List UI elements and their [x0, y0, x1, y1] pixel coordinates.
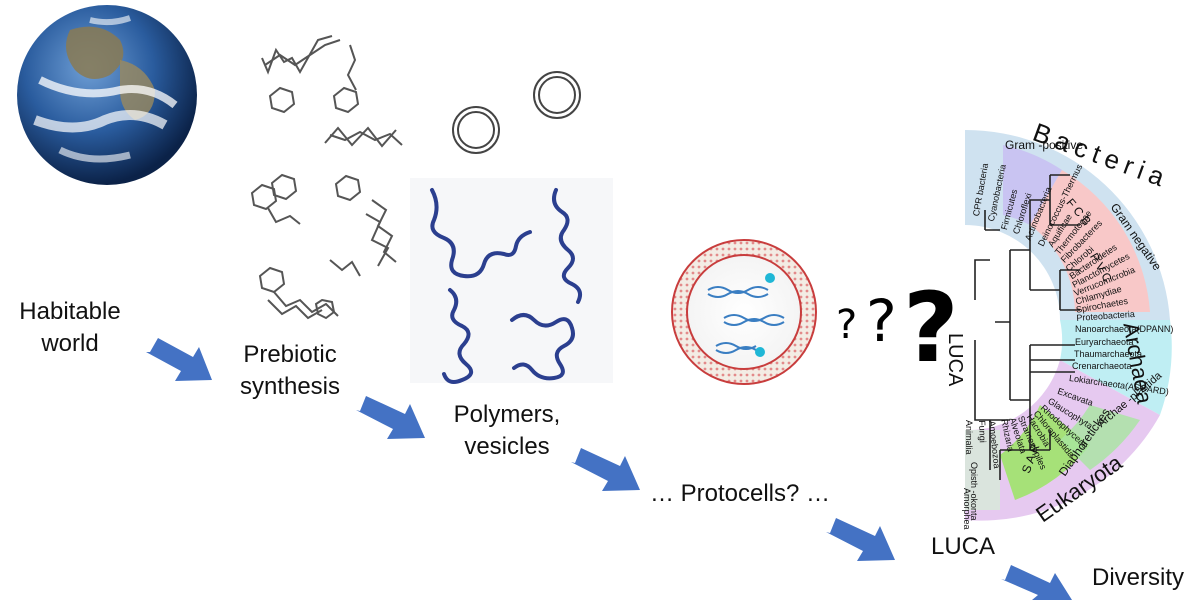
- taxon-euryarchaeota: Euryarchaeota: [1075, 337, 1134, 347]
- arrow-4: [826, 518, 895, 561]
- stage-label-line: Prebiotic: [243, 341, 337, 368]
- arrow-3: [571, 448, 640, 491]
- stage-prebiotic-synthesis: Prebiotic synthesis: [220, 339, 360, 404]
- question-mark-medium: ?: [866, 287, 897, 355]
- taxon-thaumarchaeota: Thaumarchaeota: [1074, 349, 1143, 359]
- stage-protocells: … Protocells? …: [649, 480, 831, 507]
- protocell-image: [671, 239, 817, 385]
- arrow-2: [356, 396, 425, 439]
- arrow-5: [1001, 565, 1072, 600]
- question-mark-large: ?: [903, 272, 959, 384]
- stage-label-line: world: [41, 330, 99, 358]
- process-arrows: [146, 338, 1072, 600]
- prebiotic-molecules-image: [250, 35, 403, 320]
- earth-globe-image: [17, 5, 197, 185]
- question-mark-small: ?: [836, 302, 858, 348]
- stage-label-line: Habitable: [19, 298, 121, 325]
- arrow-1: [146, 338, 212, 381]
- taxon-crenarchaeota: Crenarchaeota: [1072, 361, 1132, 371]
- tree-of-life-image: [965, 129, 1172, 521]
- taxon-fungi: Fungi: [977, 420, 988, 443]
- taxon-nanoarchaeota: Nanoarchaeota(DPANN): [1075, 324, 1174, 334]
- group-gram-positive-label: Gram -positive: [1005, 138, 1084, 152]
- stage-label-line: vesicles: [464, 433, 550, 461]
- polymers-image: [410, 178, 613, 384]
- stage-label-line: synthesis: [239, 373, 341, 401]
- stage-polymers-vesicles: Polymers, vesicles: [432, 399, 582, 464]
- vesicles-image: [452, 71, 581, 154]
- taxon-animalia: Animalia: [964, 420, 974, 455]
- stage-luca: LUCA: [930, 533, 996, 560]
- stage-diversity: Diversity: [1091, 564, 1184, 591]
- stage-habitable-world: Habitable world: [5, 296, 135, 361]
- stage-label-line: Polymers,: [453, 401, 561, 428]
- taxon-amorphea: Amorphea: [962, 488, 972, 530]
